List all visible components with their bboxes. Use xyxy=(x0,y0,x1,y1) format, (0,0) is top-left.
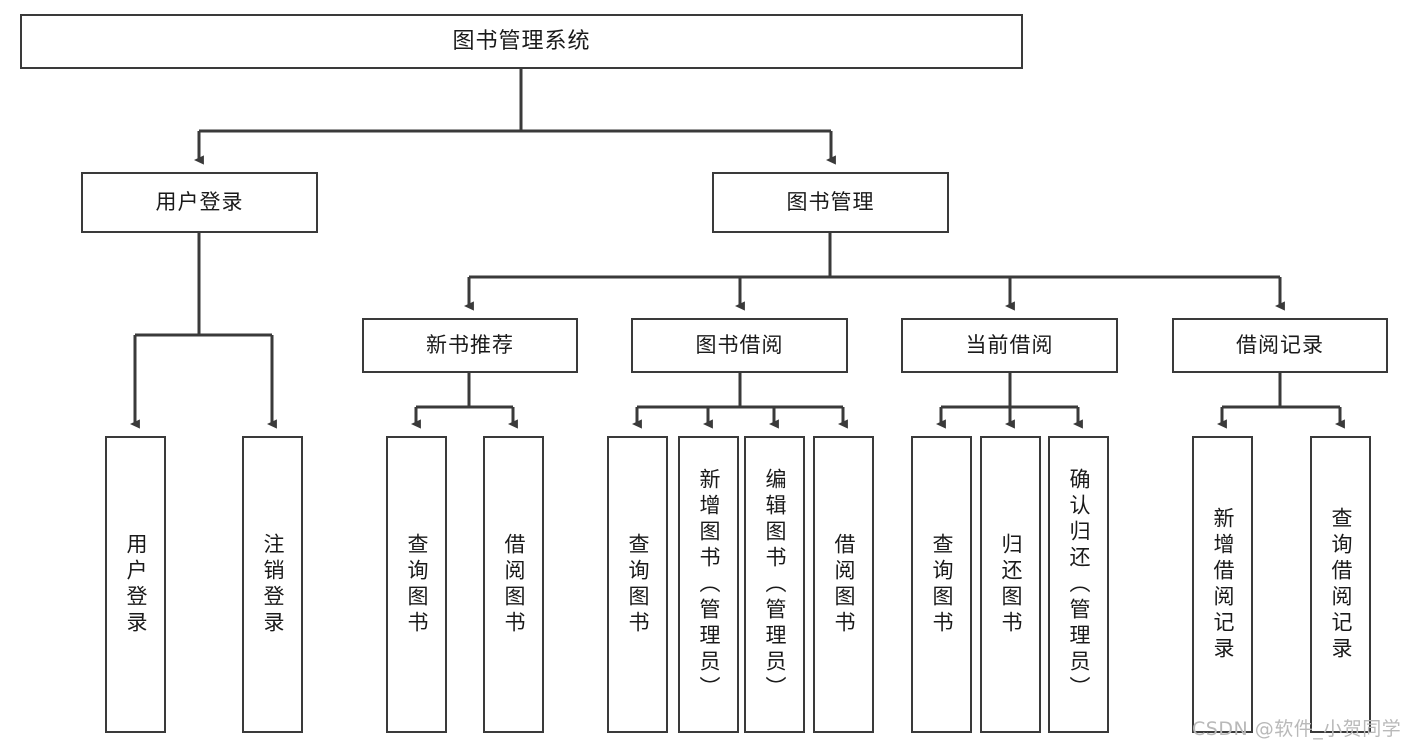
node-leaf-borrow-book-1-label: 借阅图书 xyxy=(502,532,526,637)
node-leaf-query-book-3-label: 查询图书 xyxy=(930,532,954,637)
node-leaf-borrow-book-2-label: 借阅图书 xyxy=(832,532,856,637)
node-leaf-query-book-2-label: 查询图书 xyxy=(626,532,650,637)
node-leaf-add-record-label: 新增借阅记录 xyxy=(1211,506,1235,663)
node-borrow-record[interactable]: 借阅记录 xyxy=(1172,318,1388,373)
node-new-book-recommend[interactable]: 新书推荐 xyxy=(362,318,578,373)
node-leaf-query-record[interactable]: 查询借阅记录 xyxy=(1310,436,1371,733)
node-user-login-label: 用户登录 xyxy=(155,190,244,215)
node-leaf-edit-book[interactable]: 编辑图书（管理员） xyxy=(744,436,805,733)
node-book-borrow[interactable]: 图书借阅 xyxy=(631,318,848,373)
node-new-book-recommend-label: 新书推荐 xyxy=(426,333,514,358)
node-leaf-user-logout[interactable]: 注销登录 xyxy=(242,436,303,733)
node-root-label: 图书管理系统 xyxy=(452,28,591,54)
node-user-login[interactable]: 用户登录 xyxy=(81,172,318,233)
node-leaf-user-login[interactable]: 用户登录 xyxy=(105,436,166,733)
watermark-text: CSDN @软件_小贺同学 xyxy=(1192,718,1402,740)
node-leaf-edit-book-label: 编辑图书（管理员） xyxy=(763,467,787,702)
node-book-manage[interactable]: 图书管理 xyxy=(712,172,949,233)
node-leaf-query-record-label: 查询借阅记录 xyxy=(1329,506,1353,663)
node-current-borrow[interactable]: 当前借阅 xyxy=(901,318,1118,373)
node-leaf-return-book-label: 归还图书 xyxy=(999,532,1023,637)
node-leaf-query-book-3[interactable]: 查询图书 xyxy=(911,436,972,733)
node-leaf-add-record[interactable]: 新增借阅记录 xyxy=(1192,436,1253,733)
node-book-manage-label: 图书管理 xyxy=(786,190,875,215)
node-leaf-query-book-1-label: 查询图书 xyxy=(405,532,429,637)
node-leaf-query-book-2[interactable]: 查询图书 xyxy=(607,436,668,733)
node-leaf-return-book[interactable]: 归还图书 xyxy=(980,436,1041,733)
node-leaf-confirm-return-label: 确认归还（管理员） xyxy=(1067,467,1091,702)
node-root[interactable]: 图书管理系统 xyxy=(20,14,1023,69)
node-leaf-add-book-label: 新增图书（管理员） xyxy=(697,467,721,702)
node-borrow-record-label: 借阅记录 xyxy=(1236,333,1324,358)
node-leaf-confirm-return[interactable]: 确认归还（管理员） xyxy=(1048,436,1109,733)
node-leaf-user-logout-label: 注销登录 xyxy=(261,532,285,637)
node-book-borrow-label: 图书借阅 xyxy=(695,333,784,358)
node-leaf-borrow-book-1[interactable]: 借阅图书 xyxy=(483,436,544,733)
node-leaf-add-book[interactable]: 新增图书（管理员） xyxy=(678,436,739,733)
node-leaf-borrow-book-2[interactable]: 借阅图书 xyxy=(813,436,874,733)
node-leaf-user-login-label: 用户登录 xyxy=(124,532,148,637)
node-leaf-query-book-1[interactable]: 查询图书 xyxy=(386,436,447,733)
node-current-borrow-label: 当前借阅 xyxy=(965,333,1054,358)
